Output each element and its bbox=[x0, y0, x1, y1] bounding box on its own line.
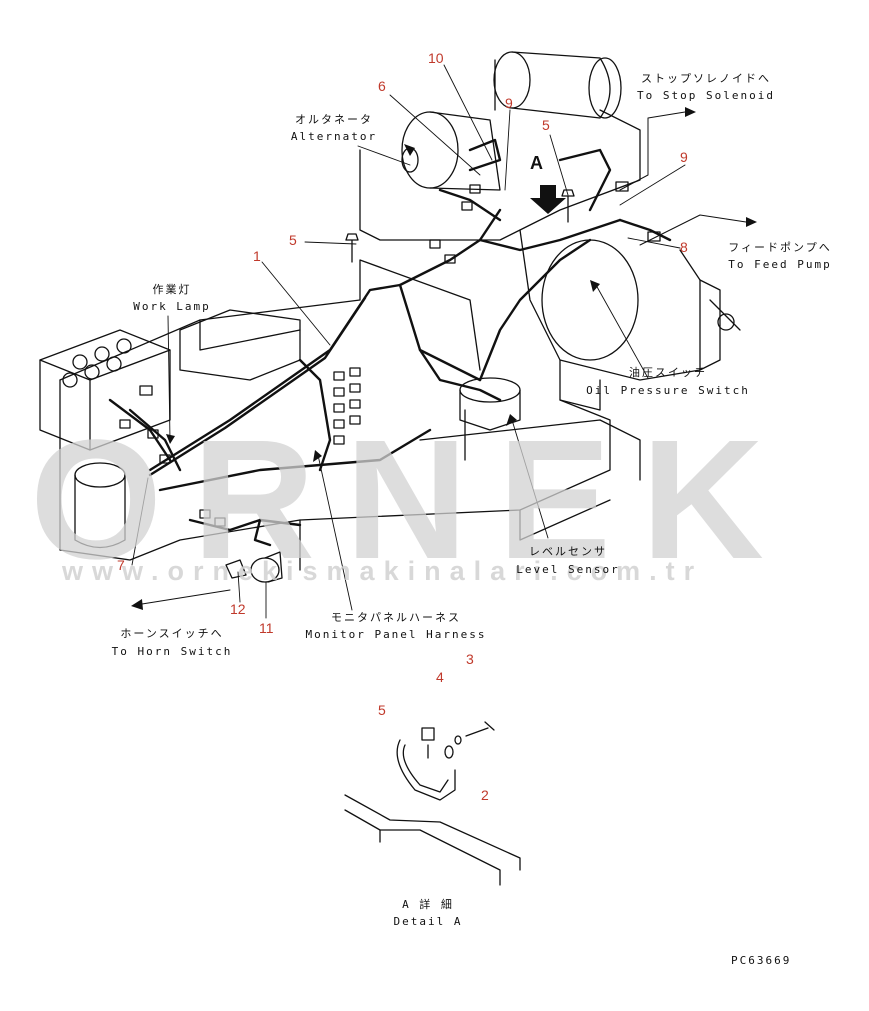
horn-switch-label-jp: ホーンスイッチへ bbox=[120, 627, 224, 640]
oil-pressure-label-jp: 油圧スイッチ bbox=[629, 366, 707, 379]
callout-4: 4 bbox=[436, 669, 444, 685]
callout-9-top: 9 bbox=[505, 95, 513, 111]
drawing-code: PC63669 bbox=[731, 954, 792, 967]
watermark-logo: ORNEK bbox=[30, 405, 794, 595]
level-sensor-shape bbox=[459, 377, 521, 461]
view-marker: A bbox=[530, 153, 543, 173]
alternator-label-en: Alternator bbox=[290, 130, 378, 143]
arrowhead bbox=[166, 434, 175, 444]
arrowhead bbox=[746, 217, 757, 227]
horn-switch-label-en: To Horn Switch bbox=[111, 645, 233, 658]
arrowhead bbox=[313, 450, 322, 462]
callout-2: 2 bbox=[481, 787, 489, 803]
chassis-frame-shape bbox=[59, 259, 641, 571]
stop-solenoid-label-en: To Stop Solenoid bbox=[637, 89, 775, 102]
feed-pump-label-jp: フィードポンプへ bbox=[728, 241, 832, 254]
callout-5-left: 5 bbox=[289, 232, 297, 248]
direction-arrows bbox=[141, 111, 747, 605]
air-cleaner-shape bbox=[493, 51, 622, 119]
oil-pressure-label-en: Oil Pressure Switch bbox=[586, 384, 750, 397]
callout-3: 3 bbox=[466, 651, 474, 667]
detail-a-label-en: Detail A bbox=[393, 915, 463, 928]
arrowhead bbox=[404, 144, 415, 156]
monitor-panel-label-en: Monitor Panel Harness bbox=[305, 628, 487, 641]
callout-9-right: 9 bbox=[680, 149, 688, 165]
monitor-connectors bbox=[119, 181, 661, 527]
alternator-label-jp: オルタネータ bbox=[295, 113, 373, 126]
callout-5-detail: 5 bbox=[378, 702, 386, 718]
level-sensor-label-en: Level Sensor bbox=[516, 563, 620, 576]
arrowhead bbox=[685, 107, 696, 117]
feed-pump-label-en: To Feed Pump bbox=[728, 258, 832, 271]
level-sensor-label-jp: レベルセンサ bbox=[529, 545, 607, 558]
tank-shape bbox=[74, 462, 126, 549]
callout-8: 8 bbox=[680, 239, 688, 255]
watermark-url: www.ornekismakinalari.com.tr bbox=[62, 556, 704, 586]
callout-10: 10 bbox=[428, 50, 444, 66]
callout-12: 12 bbox=[230, 601, 246, 617]
stop-solenoid-label-jp: ストップソレノイドへ bbox=[641, 72, 771, 85]
callout-11: 11 bbox=[259, 620, 274, 636]
arrowhead bbox=[590, 280, 600, 292]
detail-a-label-jp: A 詳 細 bbox=[402, 898, 454, 911]
work-lamp-label-en: Work Lamp bbox=[133, 300, 211, 313]
arrowhead bbox=[506, 414, 517, 426]
callout-7: 7 bbox=[117, 557, 125, 573]
detail-a-drawing bbox=[344, 721, 521, 886]
callout-1: 1 bbox=[253, 248, 261, 264]
view-a-arrow bbox=[530, 185, 566, 214]
callout-6: 6 bbox=[378, 78, 386, 94]
arrowhead bbox=[131, 599, 143, 610]
horn-parts bbox=[225, 551, 283, 583]
callout-5-top: 5 bbox=[542, 117, 550, 133]
leader-lines bbox=[131, 64, 686, 619]
alternator-shape bbox=[401, 111, 501, 191]
work-lamp-label-jp: 作業灯 bbox=[152, 283, 192, 296]
monitor-panel-label-jp: モニタパネルハーネス bbox=[331, 611, 461, 624]
